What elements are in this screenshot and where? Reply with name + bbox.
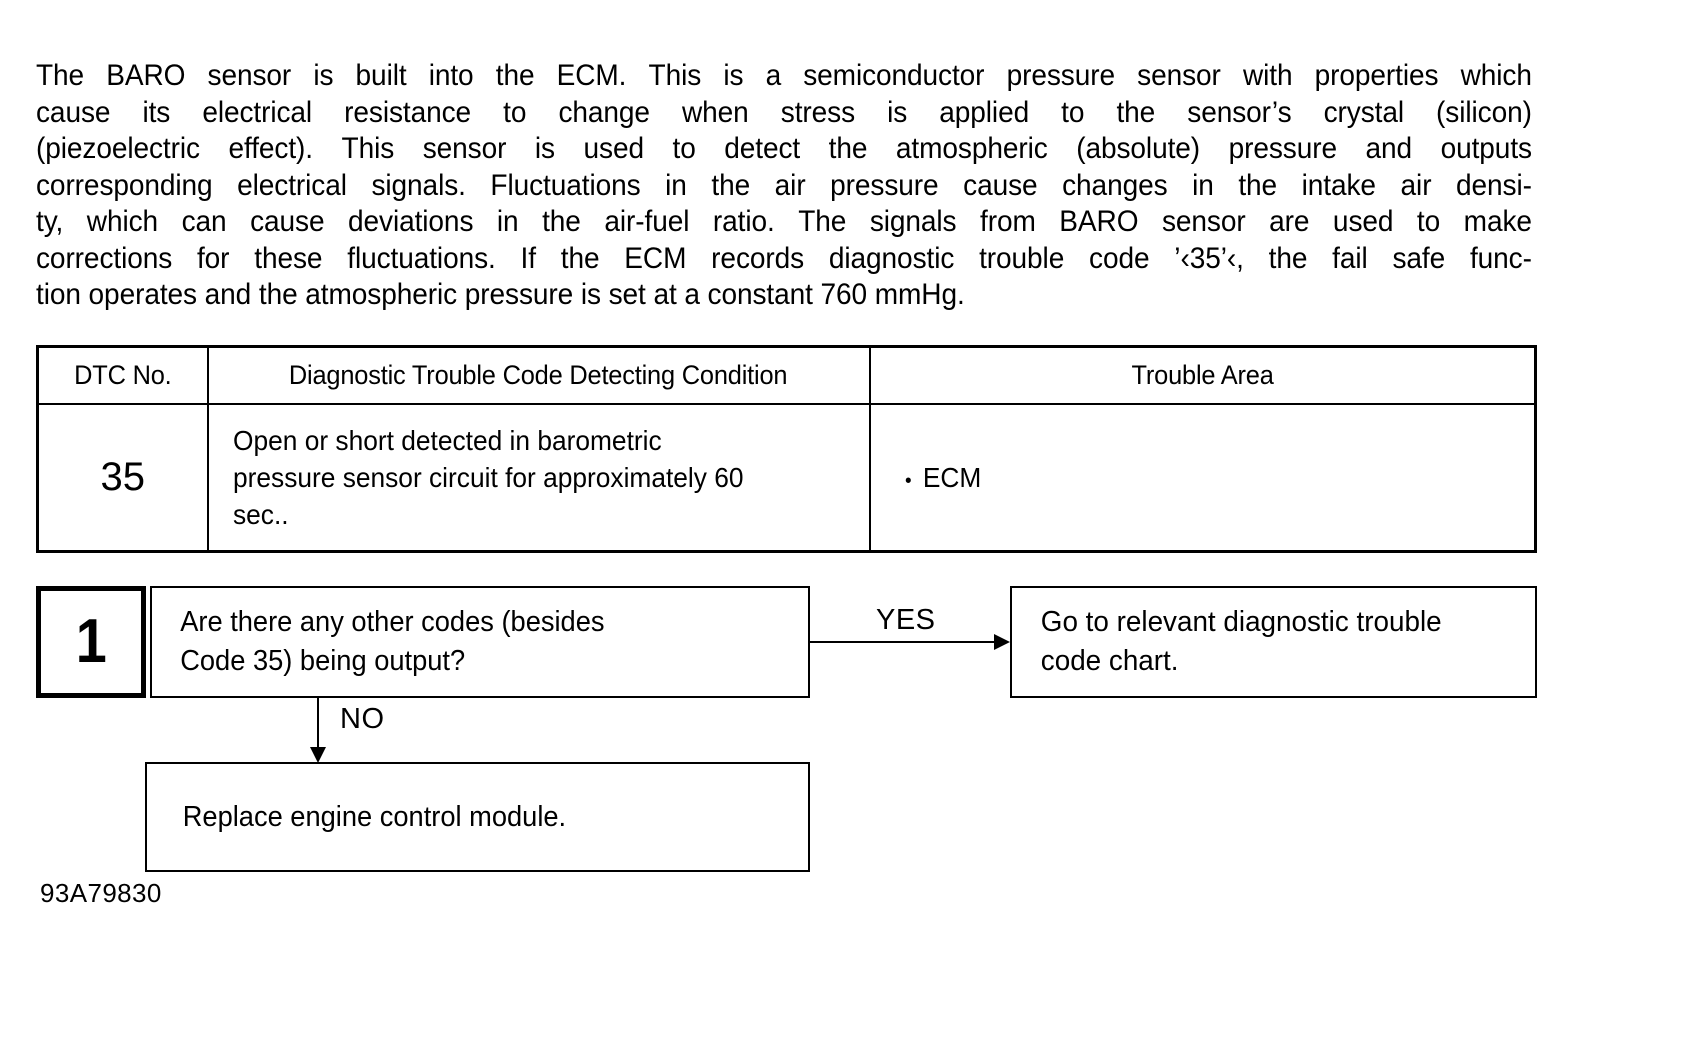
bullet-icon: • <box>904 469 912 492</box>
step-number: 1 <box>75 607 107 676</box>
question-line-1: Are there any other codes (besides <box>180 606 605 638</box>
yes-result-line-2: code chart. <box>1040 645 1179 677</box>
no-result-text: Replace engine control module. <box>182 800 567 833</box>
table-row: 35 Open or short detected in barometric … <box>36 403 1537 553</box>
step-number-box: 1 <box>36 586 146 698</box>
step-question-box: Are there any other codes (besides Code … <box>150 586 810 698</box>
table-header-row: DTC No. Diagnostic Trouble Code Detectin… <box>36 345 1537 405</box>
yes-arrowhead-icon <box>994 634 1010 650</box>
yes-result-box: Go to relevant diagnostic trouble code c… <box>1010 586 1537 698</box>
no-branch-label: NO <box>340 703 385 735</box>
header-dtc-no: DTC No. <box>36 345 209 405</box>
cell-trouble-area: • ECM <box>868 403 1537 553</box>
cell-dtc-number: 35 <box>36 403 209 553</box>
figure-id: 93A79830 <box>40 878 162 908</box>
header-detecting-condition: Diagnostic Trouble Code Detecting Condit… <box>206 345 871 405</box>
dtc-table: DTC No. Diagnostic Trouble Code Detectin… <box>36 345 1537 553</box>
cell-detecting-condition: Open or short detected in barometric pre… <box>206 403 871 553</box>
question-line-2: Code 35) being output? <box>180 645 466 677</box>
yes-result-text: Go to relevant diagnostic trouble code c… <box>1012 603 1442 681</box>
no-branch-line <box>317 698 319 754</box>
yes-branch-label: YES <box>876 604 936 636</box>
trouble-area-value: ECM <box>922 461 981 493</box>
header-trouble-area: Trouble Area <box>868 345 1537 405</box>
yes-branch-line <box>810 641 996 643</box>
condition-line-1: Open or short detected in barometric <box>232 425 662 456</box>
condition-line-3: sec.. <box>232 499 289 530</box>
step-question-text: Are there any other codes (besides Code … <box>152 603 604 681</box>
intro-line-7: tion operates and the atmospheric pressu… <box>36 278 965 311</box>
no-arrowhead-icon <box>310 747 326 763</box>
no-result-box: Replace engine control module. <box>145 762 810 872</box>
yes-result-line-1: Go to relevant diagnostic trouble <box>1040 606 1442 638</box>
condition-line-2: pressure sensor circuit for approximatel… <box>232 462 744 493</box>
